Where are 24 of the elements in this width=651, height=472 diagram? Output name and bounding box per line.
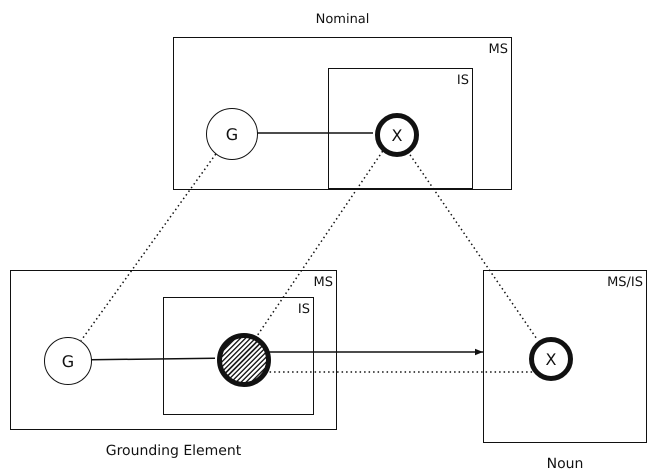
corner-label: MS bbox=[314, 275, 333, 290]
node-letter: X bbox=[546, 350, 556, 368]
circle-node bbox=[529, 337, 573, 381]
node-letter: G bbox=[62, 352, 74, 370]
corner-label: IS bbox=[298, 302, 310, 317]
corner-label: MS bbox=[488, 42, 508, 57]
box-title: Nominal bbox=[316, 12, 370, 27]
connector-line bbox=[91, 358, 215, 360]
connector-line bbox=[257, 132, 373, 134]
box-title: Grounding Element bbox=[106, 443, 242, 459]
dotted-line bbox=[256, 150, 384, 336]
circle-node bbox=[375, 113, 419, 157]
arrow bbox=[268, 348, 483, 356]
node-letter: G bbox=[226, 124, 238, 144]
frame-box bbox=[163, 297, 314, 415]
circle-node bbox=[206, 108, 258, 160]
frame-box bbox=[328, 68, 473, 189]
node-letter: X bbox=[392, 126, 402, 144]
dotted-line bbox=[80, 154, 216, 341]
circle-node bbox=[44, 337, 92, 385]
corner-label: MS/IS bbox=[607, 275, 643, 290]
box-title: Noun bbox=[546, 456, 584, 472]
hatched-circle bbox=[217, 333, 271, 387]
corner-label: IS bbox=[456, 73, 469, 88]
